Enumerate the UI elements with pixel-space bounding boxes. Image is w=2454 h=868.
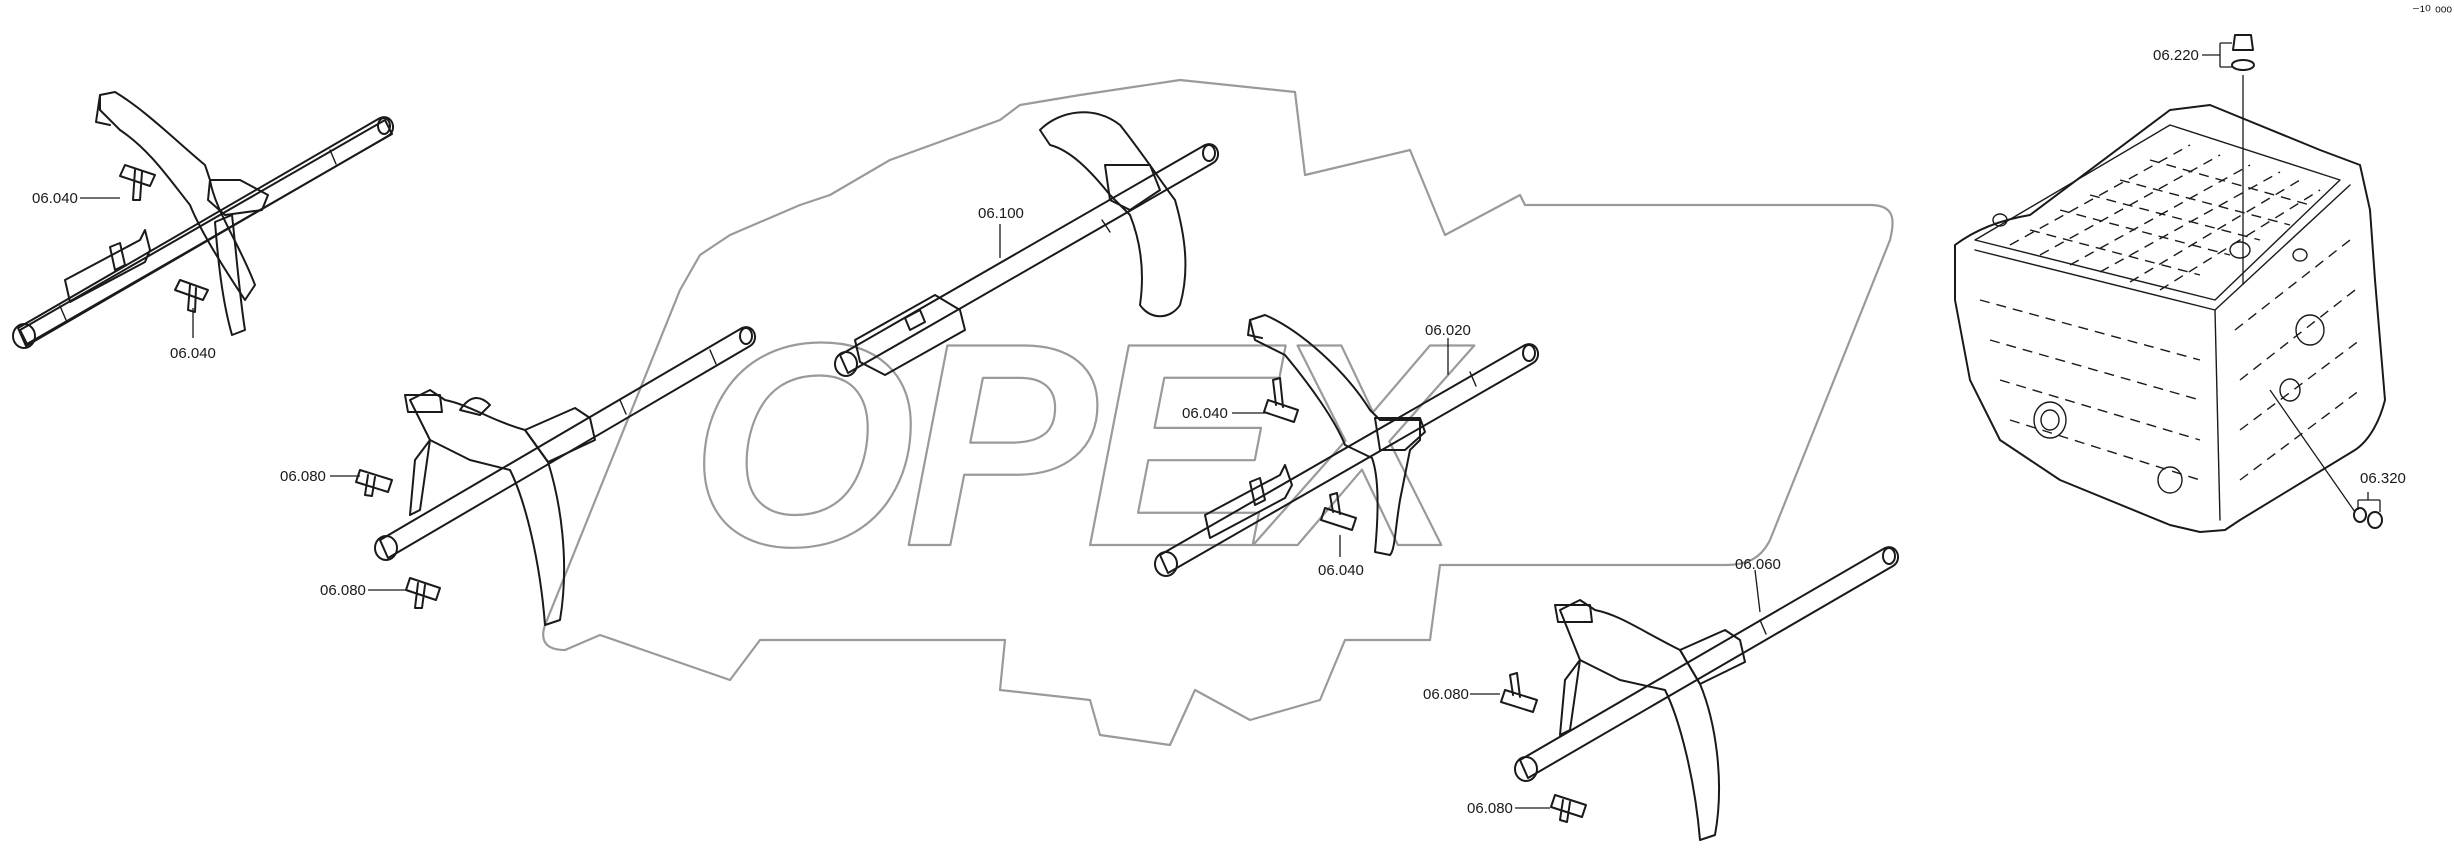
- fork-rail-assembly-1: [12, 91, 395, 349]
- callout-06040-c: 06.040: [1182, 405, 1228, 422]
- callouts: 06.040 06.040 06.080 06.080 06.100 06.02…: [32, 42, 2406, 817]
- callout-06080-d: 06.080: [1467, 800, 1513, 817]
- watermark-text: OPEX: [690, 283, 1475, 607]
- callout-06220: 06.220: [2153, 47, 2199, 64]
- callout-06040-a: 06.040: [32, 190, 78, 207]
- callout-06060: 06.060: [1735, 556, 1781, 573]
- callout-06080-b: 06.080: [320, 582, 366, 599]
- callout-06100: 06.100: [978, 205, 1024, 222]
- callout-06020: 06.020: [1425, 322, 1471, 339]
- callout-06040-b: 06.040: [170, 345, 216, 362]
- fork-rail-assembly-2: [355, 326, 757, 626]
- corner-mark: ⁻¹⁰ ᵒᵒᵒ: [2412, 3, 2452, 20]
- fork-rail-assembly-3: [834, 111, 1220, 377]
- fork-rail-assembly-4: [1154, 314, 1540, 577]
- watermark-logo: OPEX: [542, 78, 1894, 747]
- callout-06080-a: 06.080: [280, 468, 326, 485]
- fork-rail-assembly-5: [1500, 546, 1900, 841]
- callout-06080-c: 06.080: [1423, 686, 1469, 703]
- callout-06040-d: 06.040: [1318, 562, 1364, 579]
- callout-06320: 06.320: [2360, 470, 2406, 487]
- transmission-housing: [1954, 34, 2386, 533]
